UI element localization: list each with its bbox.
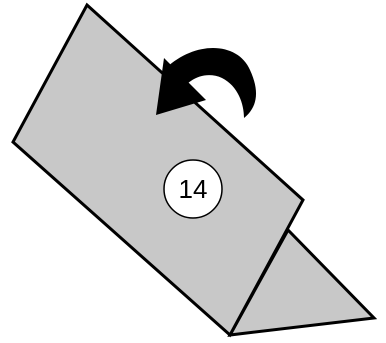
- step-badge: 14: [164, 160, 222, 218]
- curved-rotate-arrow-icon: [156, 48, 256, 118]
- step-number: 14: [179, 174, 208, 204]
